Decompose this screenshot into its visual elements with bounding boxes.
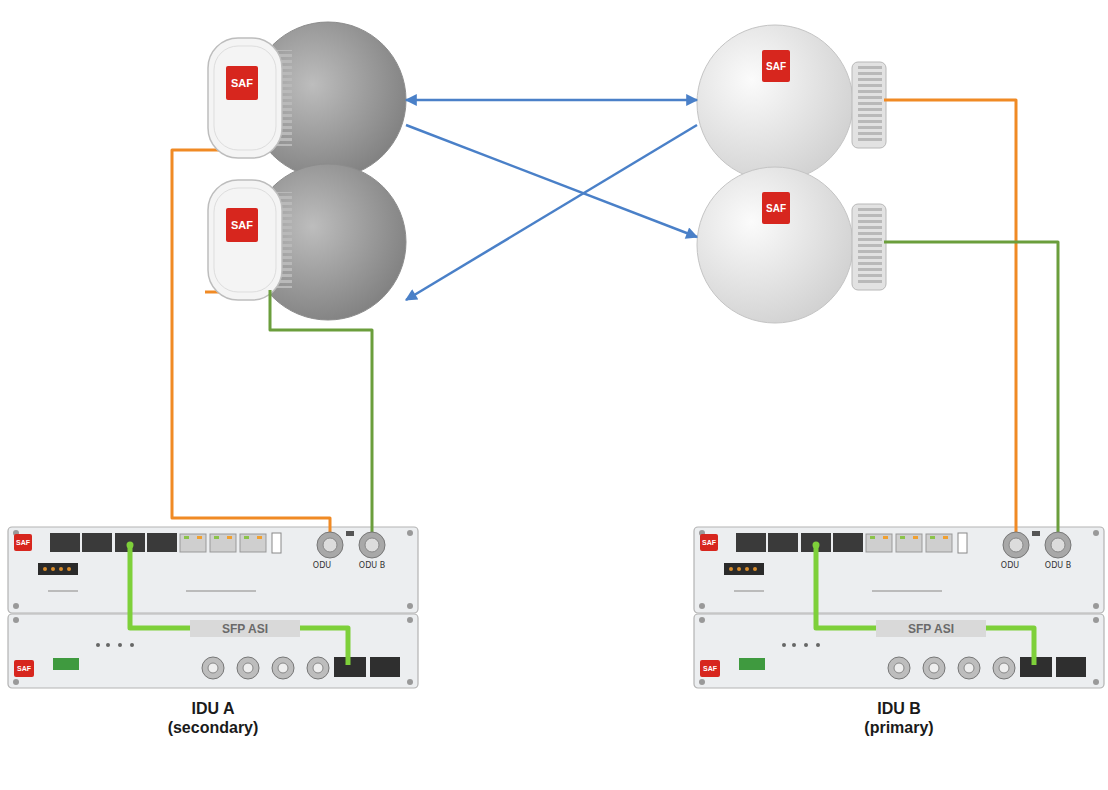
antenna-unit: SAF xyxy=(697,25,890,181)
antenna-unit: SAF xyxy=(697,167,890,323)
brand-logo: SAF xyxy=(226,66,258,100)
idu-drawing xyxy=(8,527,418,688)
idu-unit: IDU B (primary) xyxy=(694,527,1104,752)
antenna-drawing xyxy=(697,167,886,323)
brand-logo: SAF xyxy=(762,50,790,82)
idu-drawing xyxy=(694,527,1104,688)
port-label: ODU B xyxy=(352,561,392,571)
cable-stub xyxy=(884,99,890,102)
unit-caption: IDU A (secondary) xyxy=(158,699,268,737)
cable-line xyxy=(890,100,1016,527)
brand-logo: SAF xyxy=(700,660,720,677)
interface-band: SFP ASI xyxy=(876,620,986,637)
idu-unit: IDU A (secondary) xyxy=(8,527,418,752)
interface-band: SFP ASI xyxy=(190,620,300,637)
antenna-drawing xyxy=(697,25,886,181)
cable-stub xyxy=(884,241,890,244)
brand-logo: SAF xyxy=(762,192,790,224)
cable-line xyxy=(270,320,372,527)
radio-link-arrow xyxy=(406,125,697,300)
antenna-drawing xyxy=(205,22,406,178)
port-label: ODU xyxy=(995,561,1025,571)
cable-line xyxy=(172,150,330,527)
antenna-unit: SAF xyxy=(205,22,406,178)
brand-logo: SAF xyxy=(226,208,258,242)
port-label: ODU B xyxy=(1038,561,1078,571)
cable-stub xyxy=(269,290,272,320)
brand-logo: SAF xyxy=(14,660,34,677)
brand-logo: SAF xyxy=(700,534,718,551)
brand-logo: SAF xyxy=(14,534,32,551)
antenna-unit: SAF xyxy=(205,164,406,320)
radio-link-arrow xyxy=(406,125,697,237)
antenna-drawing xyxy=(205,164,406,320)
unit-caption: IDU B (primary) xyxy=(844,699,954,737)
cable-line xyxy=(890,242,1058,527)
radio-link-arrow xyxy=(406,99,697,102)
port-label: ODU xyxy=(307,561,337,571)
